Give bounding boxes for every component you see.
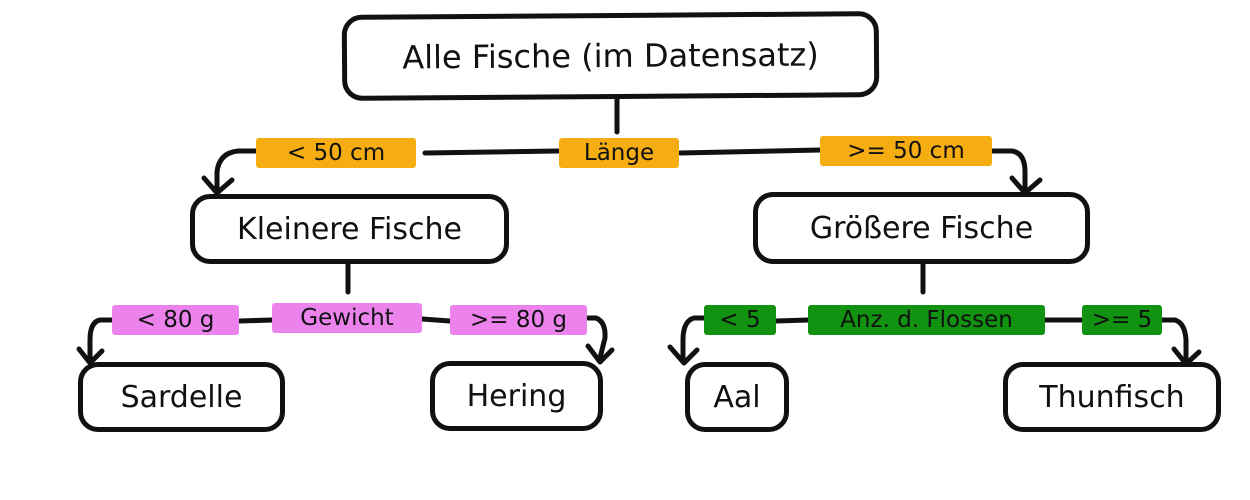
leaf-thunfisch-label: Thunfisch — [1039, 379, 1185, 415]
large-fish-node: Größere Fische — [753, 192, 1090, 264]
small-fish-label: Kleinere Fische — [237, 211, 462, 247]
weight-left-arrow — [76, 317, 115, 366]
weight-right-arrow — [585, 315, 615, 365]
root-node-label: Alle Fische (im Datensatz) — [402, 35, 819, 77]
fins-left-line — [773, 317, 811, 324]
split-1-feature-label: Länge — [559, 138, 679, 168]
root-node: Alle Fische (im Datensatz) — [341, 11, 880, 101]
split-1-left-label: < 50 cm — [256, 138, 416, 168]
leaf-sardelle-label: Sardelle — [120, 379, 243, 415]
weight-right-line — [419, 316, 453, 324]
small-fish-node: Kleinere Fische — [190, 194, 509, 264]
fins-right-arrow — [1159, 317, 1202, 367]
split-1-right-label: >= 50 cm — [820, 136, 992, 166]
split-left-left-label: < 80 g — [112, 305, 239, 335]
leaf-aal-label: Aal — [713, 379, 761, 415]
leaf-hering: Hering — [430, 361, 603, 431]
weight-left-line — [237, 317, 275, 324]
split-right-feature-label: Anz. d. Flossen — [808, 305, 1045, 335]
length-split-right-arrow — [989, 148, 1043, 196]
length-split-left-line — [422, 148, 561, 156]
split-right-right-label: >= 5 — [1082, 305, 1162, 335]
leaf-sardelle: Sardelle — [78, 362, 285, 432]
length-split-right-line — [677, 147, 823, 156]
split-left-right-label: >= 80 g — [450, 305, 587, 335]
fins-left-arrow — [667, 315, 708, 366]
split-right-left-label: < 5 — [704, 305, 776, 335]
leaf-aal: Aal — [685, 362, 789, 432]
leaf-thunfisch: Thunfisch — [1003, 362, 1221, 432]
length-split-left-arrow — [201, 148, 261, 196]
split-left-feature-label: Gewicht — [272, 303, 422, 333]
leaf-hering-label: Hering — [466, 378, 567, 414]
large-fish-label: Größere Fische — [809, 210, 1034, 246]
